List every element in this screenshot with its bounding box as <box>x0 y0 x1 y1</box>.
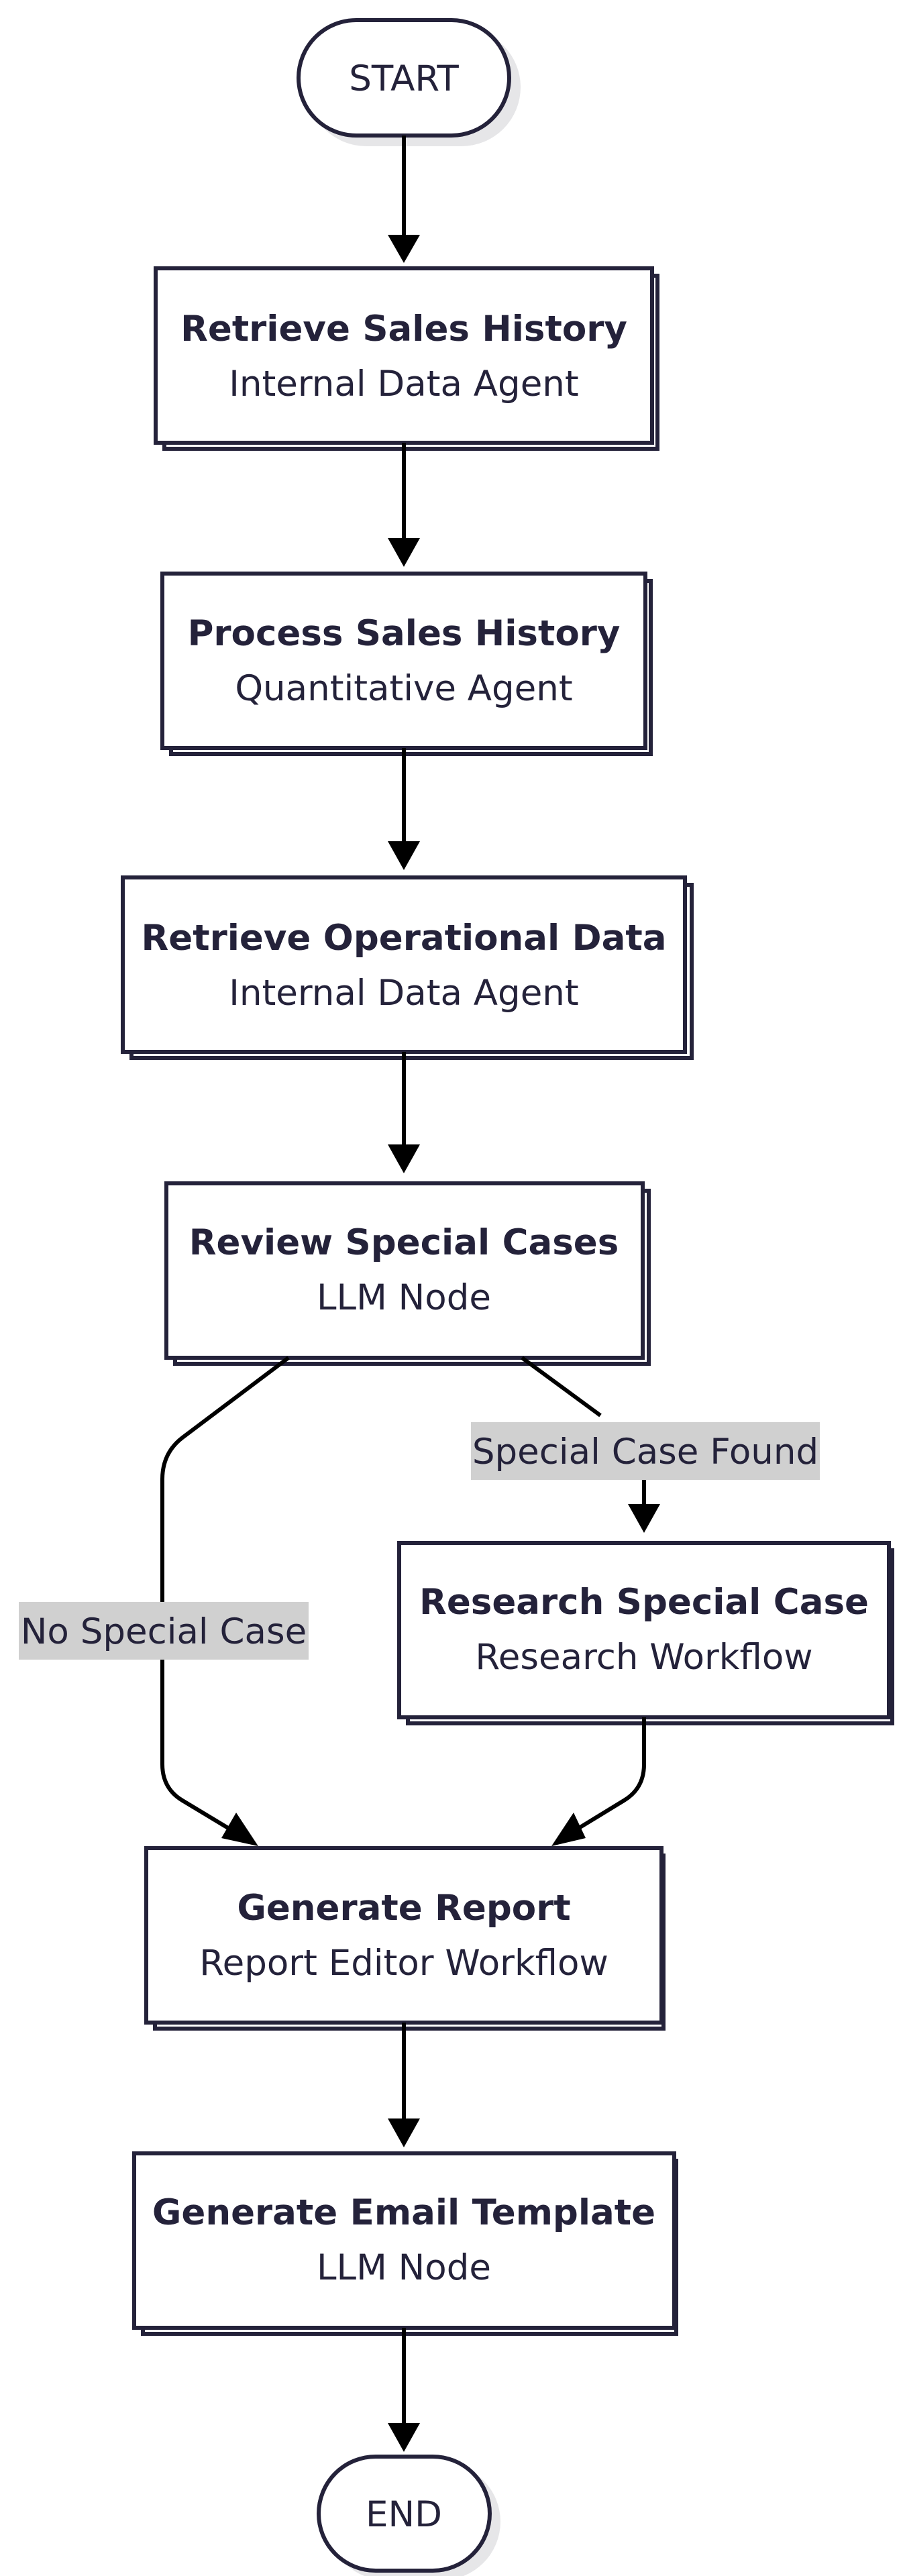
node-title: Generate Report <box>237 1888 570 1929</box>
edge-start-to-retrieve-sales <box>388 136 420 263</box>
node-subtitle: LLM Node <box>317 1277 491 1318</box>
node-title: Process Sales History <box>188 613 621 654</box>
node-subtitle: Research Workflow <box>475 1637 812 1678</box>
start-label: START <box>349 58 459 99</box>
node-subtitle: Report Editor Workflow <box>199 1943 608 1984</box>
edge-retrieve-ops-to-review <box>388 1052 420 1173</box>
node-subtitle: Quantitative Agent <box>235 668 572 709</box>
node-title: Retrieve Operational Data <box>141 918 666 959</box>
edge-label-background <box>471 1422 820 1480</box>
start-node: START <box>297 18 521 146</box>
edge-review-to-research: Special Case Found <box>471 1356 820 1533</box>
node-title: Generate Email Template <box>152 2192 655 2233</box>
node-title: Review Special Cases <box>189 1222 619 1263</box>
node-research-special-case: Research Special Case Research Workflow <box>397 1541 894 1725</box>
edge-label-no-special-case: No Special Case <box>21 1611 307 1652</box>
node-review-special-cases: Review Special Cases LLM Node <box>164 1181 651 1366</box>
end-node: END <box>317 2455 500 2576</box>
edge-email-to-end <box>388 2328 420 2452</box>
node-retrieve-operational-data: Retrieve Operational Data Internal Data … <box>121 875 694 1060</box>
node-title: Retrieve Sales History <box>180 309 627 350</box>
node-generate-email-template: Generate Email Template LLM Node <box>132 2151 678 2336</box>
node-subtitle: Internal Data Agent <box>229 364 578 405</box>
node-title: Research Special Case <box>419 1582 869 1623</box>
edge-generate-report-to-email <box>388 2023 420 2147</box>
edge-retrieve-sales-to-process-sales <box>388 443 420 567</box>
edge-review-to-generate-report: No Special Case <box>19 1356 309 1846</box>
edge-process-sales-to-retrieve-ops <box>388 748 420 870</box>
end-label: END <box>366 2494 442 2535</box>
node-subtitle: Internal Data Agent <box>229 973 578 1014</box>
edge-research-to-generate-report <box>551 1717 646 1846</box>
edge-label-special-case-found: Special Case Found <box>472 1432 818 1472</box>
node-process-sales-history: Process Sales History Quantitative Agent <box>160 572 653 756</box>
edge-label-background <box>19 1602 309 1660</box>
node-subtitle: LLM Node <box>317 2247 491 2288</box>
node-generate-report: Generate Report Report Editor Workflow <box>144 1846 666 2031</box>
node-retrieve-sales-history: Retrieve Sales History Internal Data Age… <box>154 266 659 451</box>
